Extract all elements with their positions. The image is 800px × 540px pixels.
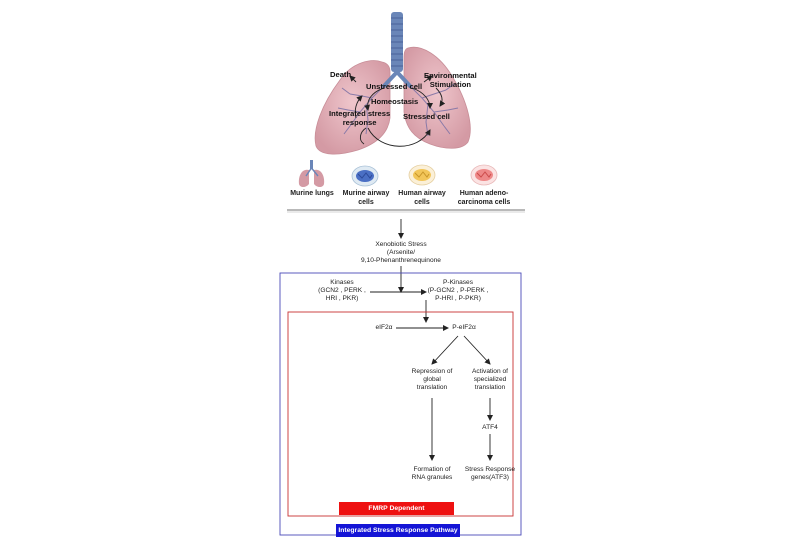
right-lung-shape [403, 46, 471, 149]
label-stressed-cell: Stressed cell [403, 112, 450, 121]
label-activation-specialized-translation: Activation of specialized translation [472, 368, 508, 391]
blue-cell-dish-icon [351, 165, 379, 187]
label-homeostasis: Homeostasis [371, 97, 419, 106]
label-eif2a: eIF2α [375, 324, 393, 331]
model-label-murine-airway: Murine airway cells [342, 190, 390, 206]
left-lung-shape [314, 60, 391, 155]
label-xenobiotic-stress: Xenobiotic Stress (Arsenite/ 9,10-Phenan… [361, 241, 441, 264]
label-environmental-stimulation: Environmental Stimulation [424, 71, 477, 89]
fmrp-dependent-badge: FMRP Dependent [339, 502, 454, 515]
isr-pathway-badge: Integrated Stress Response Pathway [336, 524, 460, 537]
label-death: Death [330, 70, 352, 79]
label-kinases: Kinases (GCN2 , PERK , HRI , PKR) [318, 279, 366, 302]
lungs-illustration [314, 12, 471, 155]
model-label-human-airway: Human airway cells [398, 190, 446, 206]
label-repression-global-translation: Repression of global translation [411, 368, 453, 391]
label-p-kinases: P-Kinases (P-GCN2 , P-PERK , P-HRI , P-P… [427, 279, 489, 302]
flow-arrows [370, 219, 493, 461]
label-atf4: ATF4 [482, 424, 498, 431]
label-integrated-stress-response: Integrated stress response [329, 109, 391, 127]
trachea [382, 12, 412, 88]
label-stress-response-genes: Stress Response genes(ATF3) [464, 466, 516, 481]
red-cell-dish-icon [470, 164, 498, 186]
model-label-human-adenocarcinoma: Human adeno- carcinoma cells [457, 190, 511, 206]
model-icons [298, 160, 498, 187]
yellow-cell-dish-icon [408, 164, 436, 186]
label-rna-granules: Formation of RNA granules [411, 466, 453, 481]
model-label-murine-lungs: Murine lungs [290, 190, 334, 197]
lung-icon [298, 160, 325, 187]
label-p-eif2a: P-eIF2α [452, 324, 476, 331]
label-unstressed-cell: Unstressed cell [366, 82, 423, 91]
cycle-arrows [349, 75, 446, 147]
fmrp-dependent-box [287, 311, 514, 517]
